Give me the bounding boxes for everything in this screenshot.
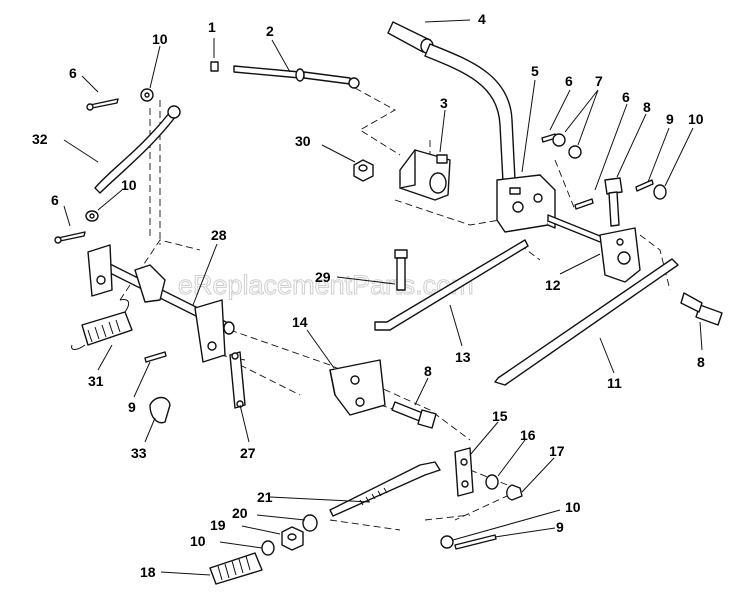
callout-11: 11 [607,375,622,391]
callout-13: 13 [455,349,471,365]
callout-12: 12 [545,277,561,293]
callout-17: 17 [549,443,565,459]
callout-8-mid: 8 [424,363,432,379]
part-12-shaft [547,214,641,283]
watermark: eReplacementParts.com [178,270,474,300]
part-16-washer [485,474,499,490]
callout-2: 2 [266,23,274,39]
part-4-lift-handle [387,21,516,183]
callout-28: 28 [211,227,227,243]
part-32-lever-arm [94,105,181,194]
part-27-link [229,351,246,409]
part-21-threaded-rod [329,461,441,517]
part-30-nut [353,159,374,182]
callout-33: 33 [131,445,147,461]
callout-4: 4 [478,11,486,27]
callout-30: 30 [295,133,311,149]
callout-10-bottom-right: 10 [565,499,581,515]
callout-7: 7 [595,73,603,89]
callout-8-right: 8 [697,354,705,370]
callout-9-top: 9 [666,111,674,127]
callout-6-top-left: 6 [69,65,77,81]
part-28-main-shaft [87,244,235,363]
callout-6-right2: 6 [622,89,630,105]
callout-6-mid-left: 6 [51,192,59,208]
leader-lines [63,19,703,576]
callout-10-bottom-left: 10 [190,533,206,549]
callout-19: 19 [210,517,226,533]
part-13-rod [374,239,529,331]
part-33-clip [149,396,171,424]
part-7-washers [552,133,582,159]
part-18-spring [209,552,263,585]
callout-9-left: 9 [128,399,136,415]
part-9-pin-bottom-right [454,534,497,550]
part-8-bolt-top [604,177,623,227]
callout-numbers: 1 2 3 4 5 10 6 32 10 6 30 6 7 6 8 9 10 2… [32,11,705,580]
callout-9-bottom-right: 9 [556,519,564,535]
callout-10-top-right: 10 [688,111,704,127]
part-14-bracket [329,359,386,416]
callout-3: 3 [440,95,448,111]
part-9-pin-top [635,179,654,192]
callout-1: 1 [208,19,216,35]
callout-18: 18 [140,564,156,580]
part-3-bracket [399,149,451,201]
part-10-washer-bottom-right [440,535,454,549]
part-5-bracket [496,174,556,233]
part-1-bolt [210,61,219,72]
part-20-washer [302,514,318,532]
callout-27: 27 [240,445,256,461]
part-6-cotter-pin [54,98,594,244]
callout-5: 5 [531,63,539,79]
callout-15: 15 [492,408,508,424]
part-31-spring [71,299,133,350]
callout-6-right: 6 [565,73,573,89]
callout-31: 31 [88,373,104,389]
part-11-rod [494,258,679,386]
part-10-washer [85,88,154,222]
callout-10-mid-left: 10 [121,177,137,193]
callout-10-top-left: 10 [152,31,168,47]
part-10-washer-bottom-left [261,540,275,556]
part-8-bolt-right [680,292,723,326]
part-8-bolt-mid [391,401,437,429]
callout-16: 16 [520,427,536,443]
part-15-plate [454,447,474,497]
callout-29: 29 [315,269,331,285]
callout-21: 21 [257,489,273,505]
callout-20: 20 [232,505,248,521]
part-2-rod [233,65,360,89]
callout-14: 14 [292,314,308,330]
part-19-nut [281,526,304,551]
part-17-clip [506,484,523,501]
part-29-bolt [394,249,408,291]
part-9-pin-left [144,351,167,363]
part-10-washer-top-right [653,184,667,200]
callout-8-top: 8 [643,99,651,115]
callout-32: 32 [32,131,48,147]
